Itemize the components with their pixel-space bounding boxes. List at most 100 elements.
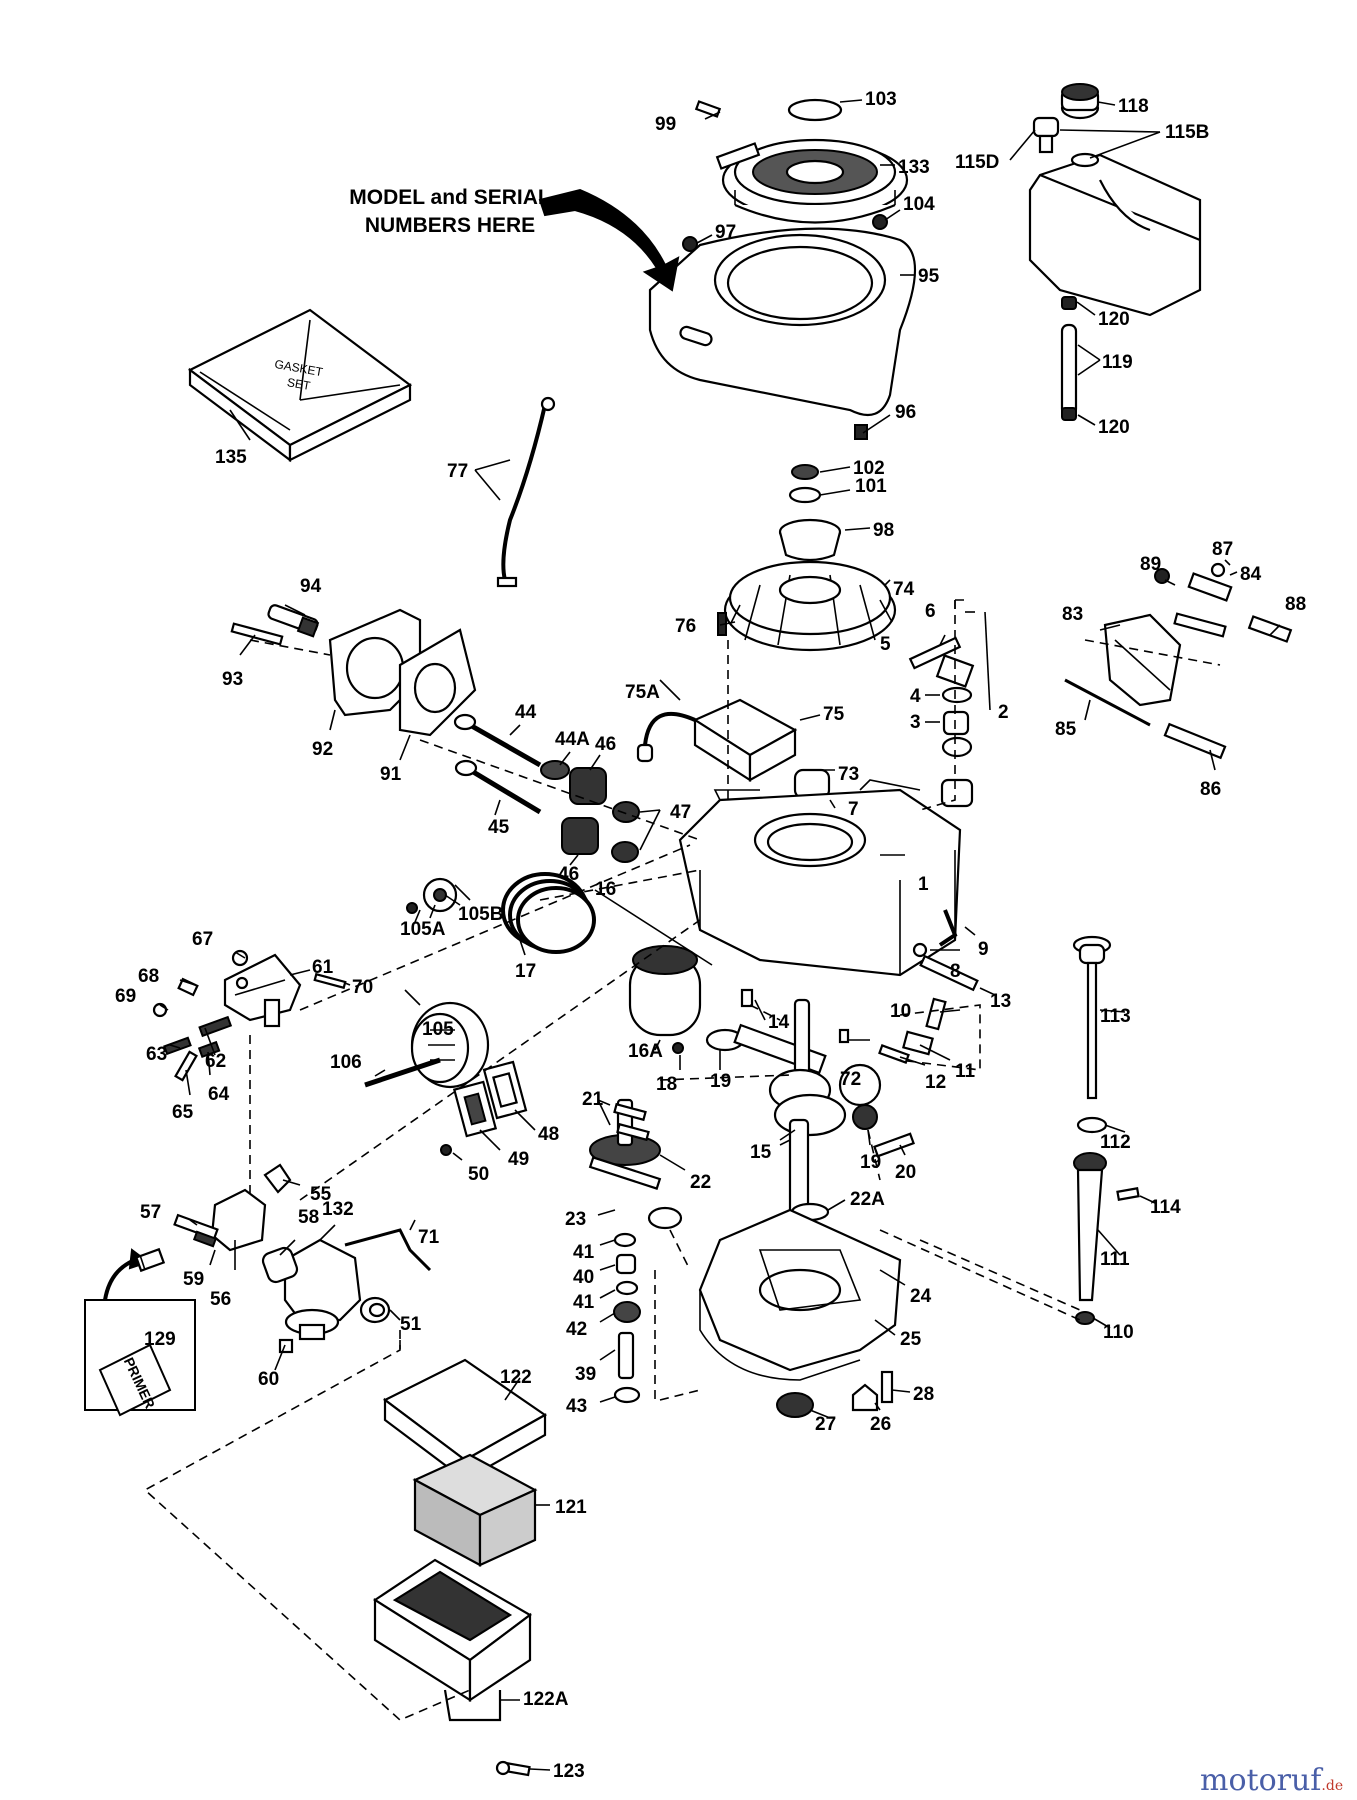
part-starter-cup <box>778 518 842 562</box>
part-label: 85 <box>1055 719 1077 740</box>
part-label: 113 <box>1100 1006 1131 1027</box>
part-governor-control <box>1103 612 1227 707</box>
part-drain-plug <box>851 1383 879 1412</box>
part-label: 49 <box>508 1149 529 1170</box>
part-label: 95 <box>918 266 940 287</box>
annotation-model-serial: NUMBERS HERE <box>365 214 535 237</box>
part-dipstick-tube <box>1073 1152 1107 1302</box>
part-label: 21 <box>582 1089 604 1110</box>
part-o-ring <box>1076 1116 1108 1134</box>
part-label: 25 <box>900 1329 922 1350</box>
part-label: 72 <box>840 1069 861 1090</box>
part-label: 24 <box>910 1286 932 1307</box>
part-label: 114 <box>1150 1197 1181 1218</box>
part-label: 120 <box>1098 417 1130 438</box>
part-label: 92 <box>312 739 333 760</box>
part-governor-link <box>908 636 962 670</box>
part-washer <box>788 486 822 504</box>
part-crankshaft <box>768 998 847 1222</box>
part-label: 8 <box>950 961 961 982</box>
part-screw <box>872 214 888 230</box>
part-fuel-cap <box>1060 83 1100 120</box>
part-label: 58 <box>298 1207 319 1228</box>
part-label: 118 <box>1118 96 1149 117</box>
part-label: 129 <box>144 1329 176 1350</box>
part-label: 68 <box>138 966 159 987</box>
part-label: 28 <box>913 1384 934 1405</box>
part-label: 98 <box>873 520 894 541</box>
part-primer-label <box>84 1248 196 1417</box>
part-clamp <box>902 1030 934 1056</box>
part-cup <box>940 778 974 808</box>
part-label: 44 <box>515 702 537 723</box>
part-label: 59 <box>183 1269 204 1290</box>
part-cylinder-block <box>678 779 962 977</box>
part-label: 84 <box>1240 564 1262 585</box>
part-valve <box>468 722 542 768</box>
part-carb-body <box>173 1188 267 1252</box>
part-link <box>313 972 347 990</box>
part-drawings: GASKET SET <box>84 83 1293 1777</box>
leader-lines <box>139 99 1281 1771</box>
part-label: 12 <box>925 1072 946 1093</box>
part-piston <box>628 945 702 1037</box>
part-head-bolt <box>230 622 284 646</box>
part-washer <box>941 686 973 704</box>
part-spring <box>198 1015 233 1038</box>
part-label: 94 <box>300 576 322 597</box>
part-recoil-starter <box>715 138 909 224</box>
part-blower-housing <box>648 227 916 417</box>
part-choke-link <box>344 1228 432 1272</box>
part-label: 115B <box>1165 122 1209 143</box>
part-carb-o-ring <box>359 1296 391 1324</box>
part-pump-gear <box>613 1301 641 1323</box>
part-label: 22A <box>850 1189 885 1210</box>
gasket-set-text: SET <box>286 375 312 393</box>
part-label: 22 <box>690 1172 711 1193</box>
part-label: 50 <box>468 1164 489 1185</box>
part-control-bracket <box>223 953 302 1028</box>
part-label: 89 <box>1140 554 1161 575</box>
part-spring <box>919 954 979 992</box>
part-label: 48 <box>538 1124 559 1145</box>
part-carburetor <box>283 1238 362 1341</box>
part-muffler <box>410 1001 490 1089</box>
part-label: 14 <box>768 1012 790 1033</box>
part-label: 20 <box>895 1162 916 1183</box>
part-throttle-lever <box>1187 562 1233 602</box>
part-label: 41 <box>573 1292 595 1313</box>
part-label: 121 <box>555 1497 587 1518</box>
part-label: 77 <box>447 461 468 482</box>
part-gasket <box>261 1246 299 1284</box>
part-fuel-line <box>1060 323 1078 417</box>
part-label: 91 <box>380 764 402 785</box>
part-washer <box>613 1386 641 1404</box>
part-valve <box>468 767 542 815</box>
part-label: 122 <box>500 1367 532 1388</box>
part-label: 7 <box>848 799 859 820</box>
part-label: 122A <box>523 1689 569 1710</box>
part-label: 19 <box>710 1071 731 1092</box>
annotation-model-serial: MODEL and SERIAL <box>349 186 551 209</box>
part-label: 70 <box>352 977 373 998</box>
part-screw <box>1116 1187 1140 1201</box>
part-label: 86 <box>1200 779 1221 800</box>
part-spring <box>1247 615 1293 643</box>
part-label: 88 <box>1285 594 1306 615</box>
part-label: 101 <box>855 476 887 497</box>
part-label: 62 <box>205 1051 226 1072</box>
part-rod-bolt <box>873 1132 915 1158</box>
part-label: 119 <box>1102 352 1133 373</box>
part-gasket-set-box <box>187 308 413 463</box>
part-label: 42 <box>566 1319 587 1340</box>
part-label: 64 <box>208 1084 230 1105</box>
part-spring <box>197 1040 221 1059</box>
assembly-dashed-lines <box>143 599 1221 1721</box>
part-piston-rings <box>501 872 596 954</box>
part-muffler-guard <box>422 877 458 913</box>
part-label: 97 <box>715 222 736 243</box>
part-label: 9 <box>978 939 989 960</box>
part-screw <box>880 1370 894 1404</box>
part-label: 106 <box>330 1052 362 1073</box>
